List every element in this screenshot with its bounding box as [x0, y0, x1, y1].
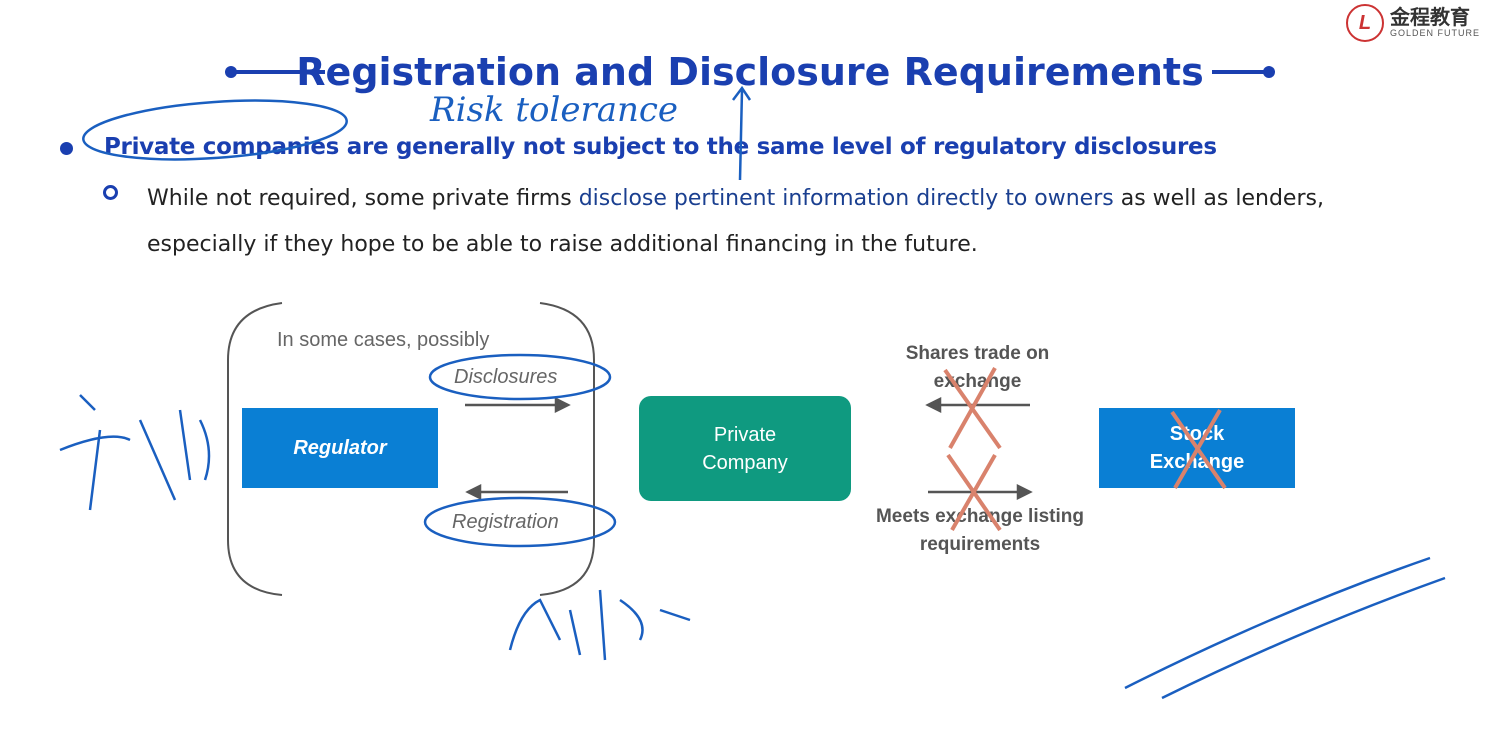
- cross-marks: [943, 367, 1227, 532]
- arrows: [465, 396, 1033, 501]
- title-dot-right: [1263, 66, 1275, 78]
- logo: L 金程教育 GOLDEN FUTURE: [1345, 4, 1480, 42]
- annotation-risk-tolerance: Risk tolerance: [430, 90, 679, 130]
- title-line-right: [1212, 70, 1267, 74]
- private-company-label: Private Company: [702, 423, 788, 474]
- private-company-box: Private Company: [639, 396, 851, 501]
- sub-bullet-ring: [103, 185, 118, 200]
- logo-mark: L: [1345, 4, 1384, 42]
- bracket-caption: In some cases, possibly: [277, 329, 490, 351]
- logo-english: GOLDEN FUTURE: [1389, 28, 1480, 38]
- sub-text-highlight: disclose pertinent information directly …: [578, 186, 1114, 211]
- shares-trade-label: Shares trade on exchange: [905, 343, 1050, 392]
- bullet-dot: [60, 142, 73, 155]
- title-line-left: [230, 70, 325, 74]
- handwritten-annotations: [59, 85, 1446, 700]
- logo-chinese: 金程教育: [1389, 7, 1470, 29]
- sub-text-pre: While not required, some private firms: [147, 186, 579, 211]
- slide-title: Registration and Disclosure Requirements: [296, 50, 1204, 94]
- sub-bullet: While not required, some private firms d…: [147, 176, 1377, 268]
- sub-text-post: as well as lenders, especially if they h…: [147, 186, 1324, 257]
- regulator-box: Regulator: [242, 408, 438, 488]
- registration-label: Registration: [452, 511, 559, 533]
- brackets: [227, 302, 595, 596]
- listing-requirements-label: Meets exchange listing requirements: [875, 506, 1084, 555]
- disclosures-label: Disclosures: [454, 366, 558, 388]
